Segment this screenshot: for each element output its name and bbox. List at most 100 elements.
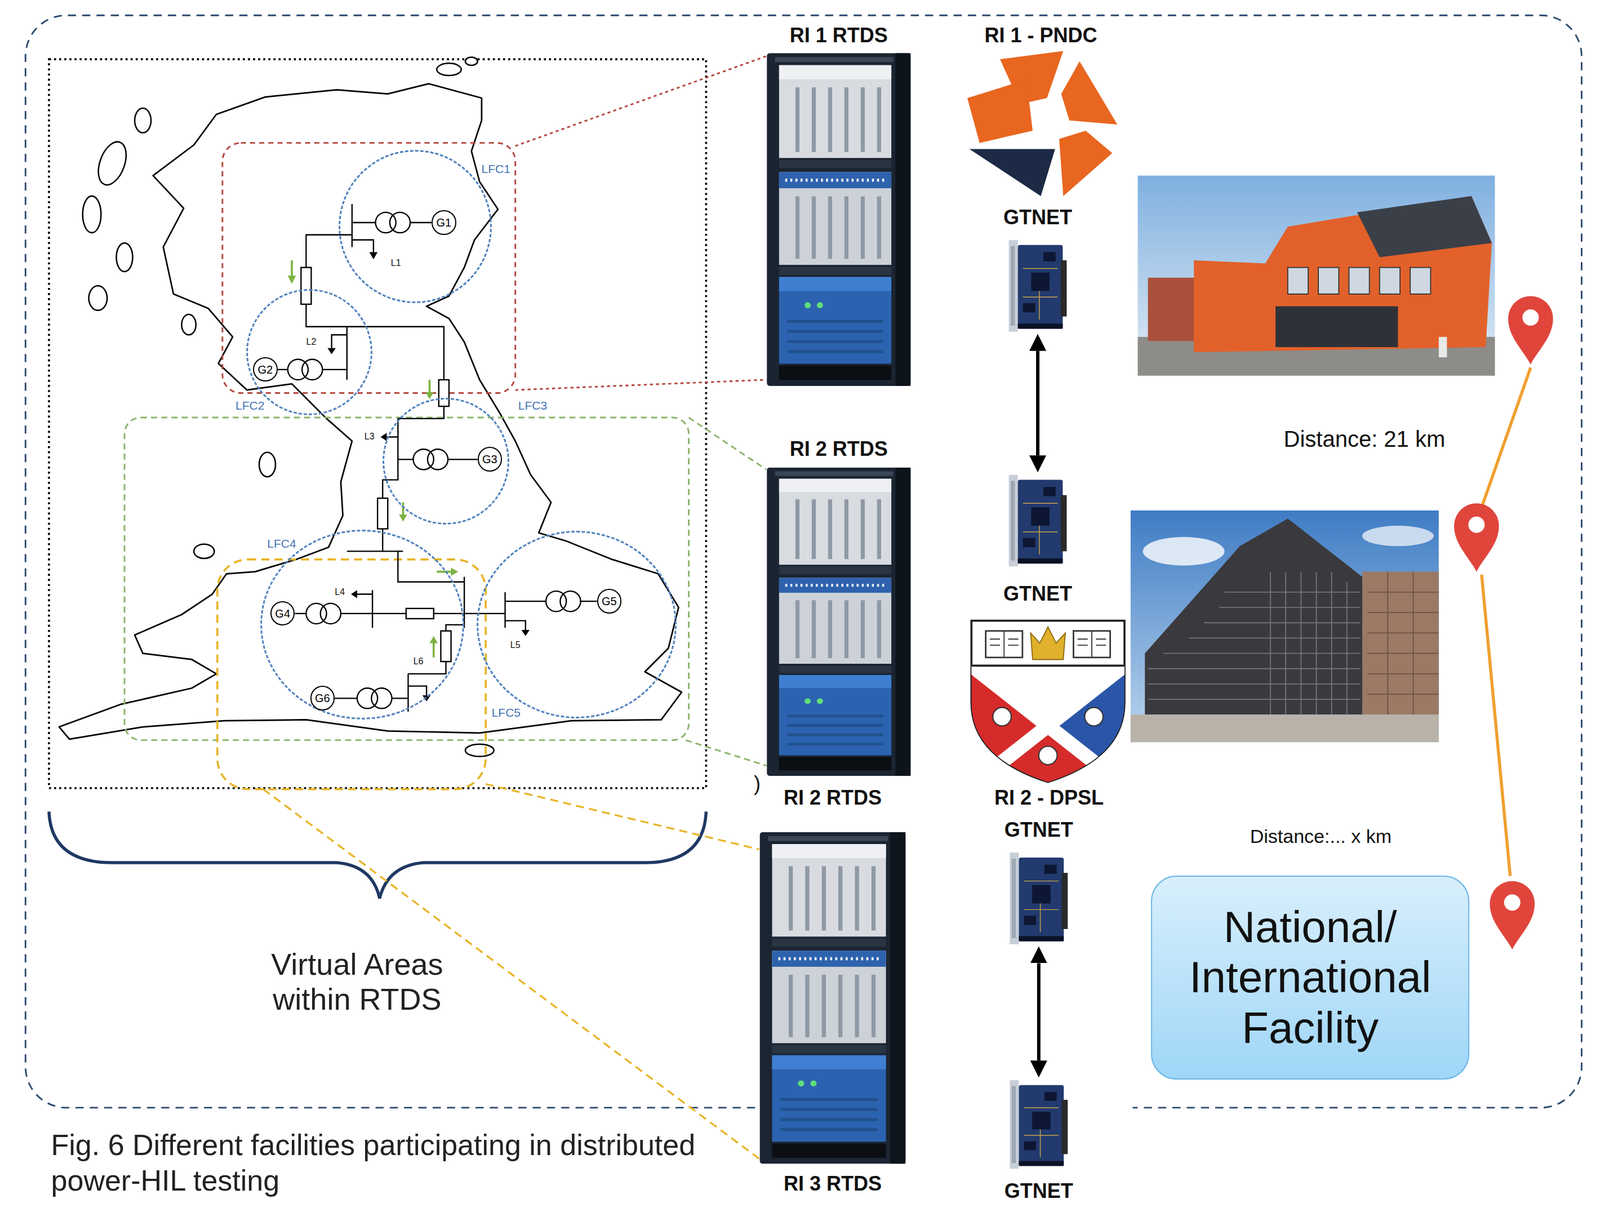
rtds-rack: RI 1 RTDS bbox=[766, 18, 911, 386]
building-photo bbox=[1357, 196, 1492, 258]
leader-red bbox=[515, 56, 767, 390]
rtds-rack: RI 2 RTDS bbox=[766, 430, 911, 776]
location-pin bbox=[1454, 503, 1500, 572]
building-photo bbox=[1438, 336, 1447, 358]
generator-label: G4 bbox=[274, 607, 291, 620]
power-flow-arrow bbox=[287, 260, 459, 658]
load-label: L4 bbox=[334, 586, 345, 597]
link-arrow bbox=[1037, 962, 1041, 1061]
island-outline bbox=[259, 452, 276, 477]
power-flow-arrow bbox=[429, 636, 438, 644]
university-crest bbox=[1077, 630, 1107, 658]
simulator-label: RI 3 RTDS bbox=[783, 1163, 882, 1204]
simulator-label: RI 2 RTDS bbox=[789, 430, 888, 468]
gtnet-card-picture bbox=[1009, 1080, 1068, 1170]
building-photo bbox=[1410, 267, 1431, 295]
university-crest bbox=[1073, 630, 1110, 658]
area-label: LFC4 bbox=[267, 536, 296, 549]
location-pin bbox=[1508, 295, 1554, 364]
transformer-symbol bbox=[320, 603, 341, 624]
university-crest bbox=[992, 707, 1104, 765]
leader-green bbox=[685, 417, 767, 766]
facility-box: National/ International Facility bbox=[1150, 875, 1470, 1080]
pndc-logo bbox=[967, 79, 1033, 143]
building-photo bbox=[1348, 267, 1370, 295]
generator-circle: G5 bbox=[597, 588, 622, 613]
university-crest bbox=[971, 620, 1125, 787]
picture-slot bbox=[766, 467, 911, 776]
pndc-logo bbox=[969, 149, 1056, 197]
line-impedance bbox=[300, 267, 451, 662]
university-crest bbox=[1038, 745, 1058, 765]
picture-slot bbox=[997, 1079, 1080, 1169]
building-photo bbox=[1367, 571, 1439, 715]
building-photo bbox=[1362, 571, 1439, 715]
coastline bbox=[59, 83, 682, 740]
interface-card-label: GTNET bbox=[1004, 807, 1074, 853]
pndc-logo bbox=[1059, 130, 1113, 197]
university-crest bbox=[1084, 707, 1104, 727]
power-flow-arrow bbox=[291, 260, 453, 658]
generator-label: G1 bbox=[436, 216, 452, 229]
area-label: LFC3 bbox=[518, 399, 548, 412]
island-outline bbox=[89, 285, 108, 310]
gtnet-card-picture bbox=[1008, 474, 1067, 567]
brace-label: Virtual Areas within RTDS bbox=[240, 946, 475, 1017]
building-photo bbox=[1130, 510, 1439, 742]
curly-brace bbox=[49, 811, 706, 899]
building-photo bbox=[1138, 175, 1496, 376]
area-label: LFC1 bbox=[481, 162, 511, 175]
facility-name: RI 1 - PNDC bbox=[984, 24, 1097, 48]
rtds-rack: RI 2 RTDS RI 3 RTDS bbox=[759, 764, 906, 1205]
building-photo bbox=[1287, 267, 1431, 295]
power-flow-arrow bbox=[451, 567, 459, 576]
line-impedance bbox=[300, 267, 311, 305]
location-pin bbox=[1522, 309, 1539, 326]
transformer-symbol bbox=[287, 212, 581, 709]
control-area-circle: LFC5G5 bbox=[476, 530, 677, 719]
map-dotted-frame bbox=[49, 59, 706, 789]
figure-caption: Fig. 6 Different facilities participatin… bbox=[51, 1127, 725, 1198]
pndc-logo bbox=[967, 51, 1118, 197]
building-photo bbox=[1143, 536, 1225, 566]
gtnet-card: GTNET bbox=[997, 474, 1079, 622]
power-flow-arrow bbox=[425, 392, 434, 400]
line-impedance bbox=[438, 379, 450, 407]
generator-label: G3 bbox=[482, 453, 498, 465]
picture-slot bbox=[766, 52, 911, 386]
line-impedance bbox=[377, 498, 388, 529]
generator-circle: G1 bbox=[431, 210, 456, 235]
control-area-circle: LFC3G3 bbox=[382, 397, 510, 525]
rtds-rack-picture bbox=[766, 52, 911, 386]
link-arrow bbox=[1036, 350, 1040, 456]
interface-card-label: GTNET bbox=[1003, 194, 1073, 240]
load-label: L1 bbox=[390, 258, 402, 269]
simulator-label: RI 2 RTDS bbox=[783, 764, 882, 833]
generator-circle: G3 bbox=[477, 446, 502, 471]
transformer-symbol bbox=[287, 359, 309, 380]
power-flow-arrow bbox=[398, 514, 407, 522]
building-photo bbox=[1287, 267, 1309, 295]
island-outline bbox=[436, 63, 461, 76]
university-crest bbox=[971, 664, 1125, 668]
rtds-rack-picture bbox=[766, 467, 911, 776]
generator-label: G2 bbox=[258, 363, 274, 376]
generator-label: G6 bbox=[314, 692, 331, 704]
network-wires bbox=[277, 203, 598, 712]
location-pin bbox=[1504, 894, 1521, 911]
load-label: L3 bbox=[364, 431, 375, 442]
facility-label: National/ International Facility bbox=[1165, 901, 1455, 1054]
distance-label: Distance:... x km bbox=[1250, 825, 1392, 848]
power-flow-arrow bbox=[287, 275, 459, 643]
gtnet-card: GTNET bbox=[997, 194, 1079, 332]
control-area-circle: LFC2G2 bbox=[246, 289, 373, 416]
generator-label: G5 bbox=[601, 595, 617, 607]
picture-slot bbox=[997, 240, 1079, 332]
region-green-dashed bbox=[124, 417, 690, 741]
building-photo bbox=[1193, 196, 1492, 353]
load-arrowheads bbox=[422, 695, 431, 702]
load-label: L5 bbox=[510, 639, 521, 650]
load-arrowheads bbox=[327, 348, 336, 355]
gtnet-card: GTNET bbox=[997, 807, 1080, 945]
